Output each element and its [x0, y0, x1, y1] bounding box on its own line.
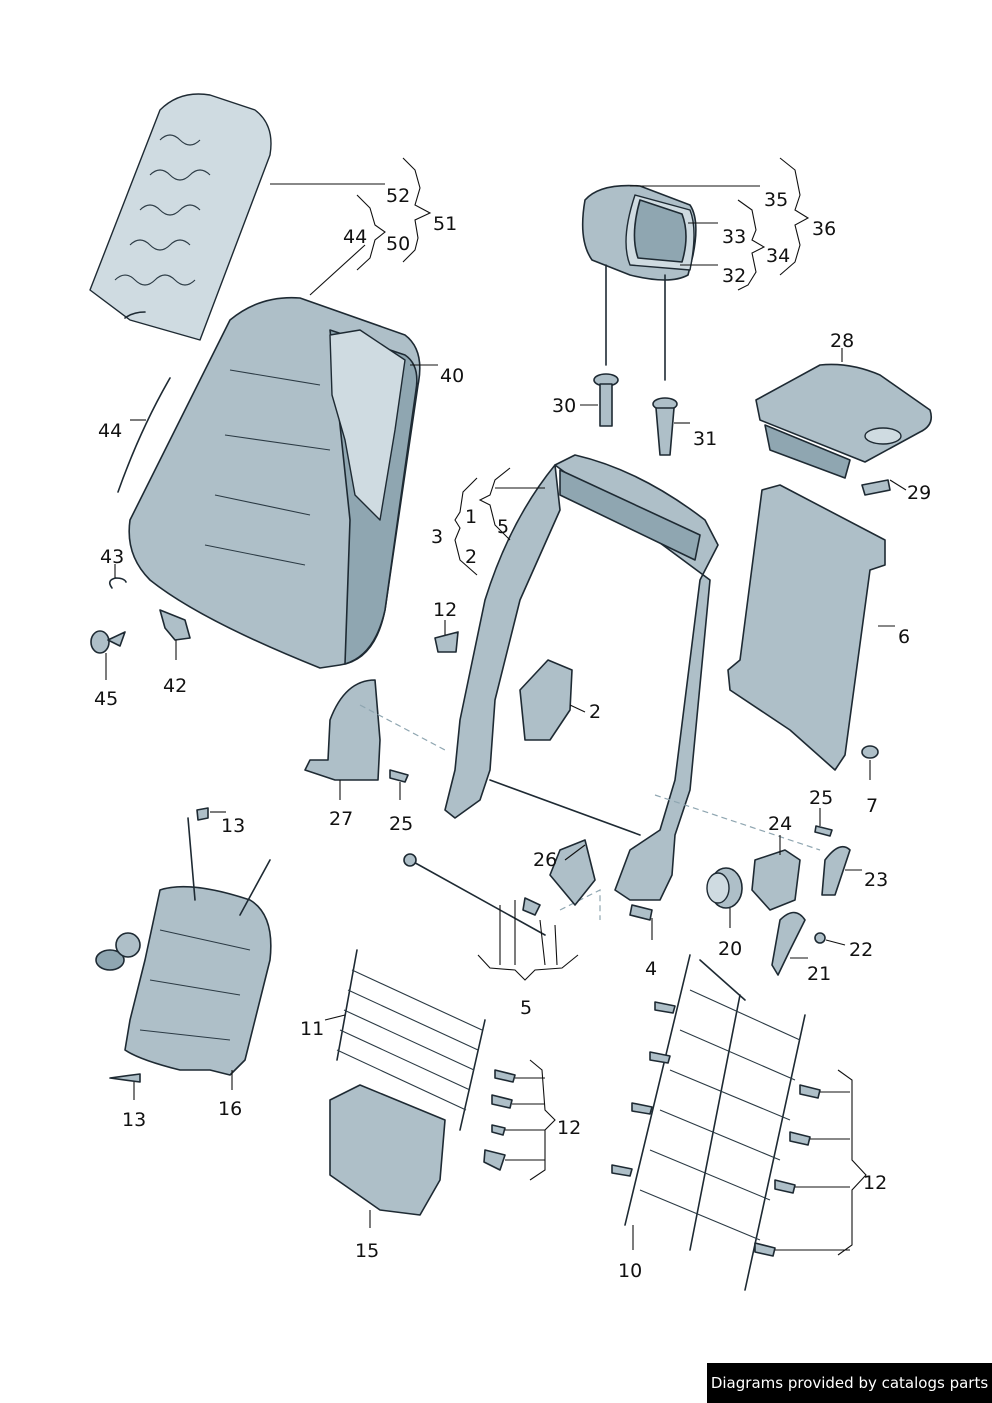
callout-50: 50: [386, 233, 410, 255]
push-pin: [90, 630, 126, 654]
lumbar-frame: [95, 817, 272, 1076]
callout-16: 16: [218, 1098, 242, 1120]
callout-3: 3: [431, 526, 443, 548]
clip: [108, 577, 127, 589]
seat-back-frame: [444, 454, 719, 901]
screw-29: [861, 479, 891, 496]
callout-10: 10: [618, 1260, 642, 1282]
headrest-guide-31: [652, 397, 678, 456]
spring-mat-11: [336, 949, 486, 1131]
callout-5-bottom: 5: [520, 997, 532, 1019]
callout-labels: 52 51 50 44 40 44 43 45 42 35 36 33 34 3…: [94, 185, 931, 1282]
callout-44-left: 44: [98, 420, 122, 442]
screw-13b: [109, 1073, 141, 1083]
seat-back-cover: [128, 296, 421, 669]
callout-22: 22: [849, 939, 873, 961]
screw-25b: [814, 825, 833, 837]
callout-12-mid: 12: [557, 1117, 581, 1139]
side-bracket: [304, 679, 381, 781]
callout-51: 51: [433, 213, 457, 235]
callout-27: 27: [329, 808, 353, 830]
callout-15: 15: [355, 1240, 379, 1262]
spring-mat-10: [624, 954, 806, 1291]
foam-pad: [89, 93, 272, 341]
callout-29: 29: [907, 482, 931, 504]
callout-34: 34: [766, 245, 790, 267]
callout-6: 6: [898, 626, 910, 648]
callout-36: 36: [812, 218, 836, 240]
nut-7: [861, 745, 879, 759]
callout-28: 28: [830, 330, 854, 352]
callout-12-top: 12: [433, 599, 457, 621]
seat-plate: [329, 1084, 446, 1216]
cap-23: [821, 845, 851, 896]
callout-23: 23: [864, 869, 888, 891]
callout-1: 1: [465, 506, 477, 528]
watermark-banner: Diagrams provided by catalogs parts: [707, 1363, 992, 1403]
callout-20: 20: [718, 938, 742, 960]
callout-5-top: 5: [497, 516, 509, 538]
screw-13a: [196, 807, 209, 821]
lever-21: [771, 911, 806, 976]
callout-13-top: 13: [221, 815, 245, 837]
back-panel: [727, 484, 886, 771]
callout-21: 21: [807, 963, 831, 985]
recliner-24: [751, 849, 801, 911]
callout-26: 26: [533, 849, 557, 871]
callout-2-top: 2: [465, 546, 477, 568]
callout-31: 31: [693, 428, 717, 450]
callout-44-top: 44: [343, 226, 367, 248]
callout-30: 30: [552, 395, 576, 417]
callout-33: 33: [722, 226, 746, 248]
leader-lines: [105, 157, 907, 1256]
callout-2-mid: 2: [589, 701, 601, 723]
screw-22: [814, 932, 826, 944]
callout-11: 11: [300, 1018, 324, 1040]
screw-25a: [389, 769, 409, 783]
screw-4: [629, 904, 653, 921]
callout-35: 35: [764, 189, 788, 211]
callout-25-left: 25: [389, 813, 413, 835]
headrest: [581, 184, 697, 381]
callout-25-right: 25: [809, 787, 833, 809]
trim-26: [549, 839, 596, 906]
callout-43: 43: [100, 546, 124, 568]
knob-20: [706, 867, 743, 909]
clip-group-12b: [483, 1069, 516, 1171]
clip-group-12c: [611, 1001, 821, 1257]
clip-12: [434, 631, 459, 653]
callout-45: 45: [94, 688, 118, 710]
backrest-cover-panel: [755, 363, 933, 479]
rod-assembly: [403, 853, 546, 936]
callout-7: 7: [866, 795, 878, 817]
retainer-clip: [159, 609, 191, 641]
callout-52: 52: [386, 185, 410, 207]
callout-24: 24: [768, 813, 792, 835]
callout-40: 40: [440, 365, 464, 387]
callout-12-right: 12: [863, 1172, 887, 1194]
callout-13-bottom: 13: [122, 1109, 146, 1131]
callout-4: 4: [645, 958, 657, 980]
support-wire: [117, 377, 171, 493]
headrest-guide-30: [593, 373, 619, 427]
callout-42: 42: [163, 675, 187, 697]
callout-32: 32: [722, 265, 746, 287]
